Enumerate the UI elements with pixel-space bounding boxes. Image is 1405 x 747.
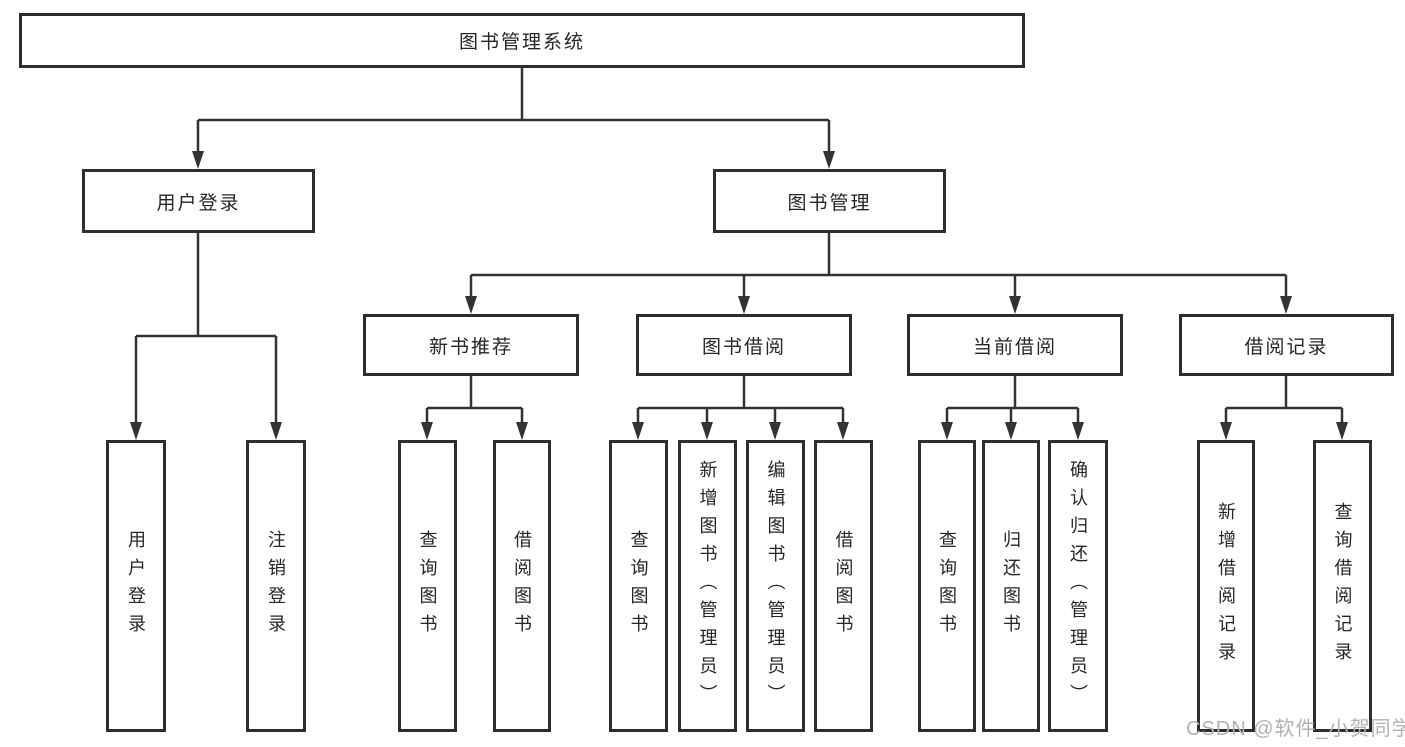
arrow-down-icon [1336,422,1348,440]
arrow-down-icon [1280,296,1292,314]
csdn-watermark: CSDN @软件_小贺同学 [1186,718,1405,740]
node-user-login: 用户登录 [82,169,315,233]
arrow-down-icon [270,422,282,440]
arrow-down-icon [516,422,528,440]
leaf-label: 用户登录 [126,530,146,642]
leaf-add-borrow-record: 新增借阅记录 [1197,440,1255,732]
leaf-label: 借阅图书 [512,530,532,642]
node-book-borrowing: 图书借阅 [636,314,852,376]
leaf-label: 查询借阅记录 [1332,502,1353,670]
arrow-down-icon [823,151,835,169]
arrow-down-icon [1005,422,1017,440]
leaf-edit-books-admin: 编辑图书（管理员） [746,440,805,732]
leaf-label: 新增借阅记录 [1216,502,1236,670]
arrow-down-icon [1220,422,1232,440]
leaf-label: 注销登录 [266,530,286,642]
leaf-label: 确认归还（管理员） [1068,460,1088,712]
arrow-down-icon [941,422,953,440]
leaf-label: 查询图书 [628,530,649,642]
arrow-down-icon [701,422,713,440]
leaf-label: 新增图书（管理员） [697,460,718,712]
node-book-management: 图书管理 [713,169,946,233]
leaf-label: 借阅图书 [833,530,854,642]
leaf-query-books-current: 查询图书 [918,440,976,732]
node-library-system: 图书管理系统 [19,13,1025,68]
arrow-down-icon [192,151,204,169]
node-current-borrowing: 当前借阅 [907,314,1123,376]
leaf-borrow-books: 借阅图书 [814,440,873,732]
leaf-logout: 注销登录 [246,440,306,732]
node-new-book-recommend: 新书推荐 [363,314,579,376]
leaf-user-login: 用户登录 [106,440,166,732]
arrow-down-icon [738,296,750,314]
arrow-down-icon [837,422,849,440]
arrow-down-icon [1072,422,1084,440]
arrow-down-icon [421,422,433,440]
leaf-query-books-recommend: 查询图书 [398,440,457,732]
leaf-confirm-return-admin: 确认归还（管理员） [1048,440,1108,732]
arrow-down-icon [769,422,781,440]
leaf-add-books-admin: 新增图书（管理员） [678,440,737,732]
arrow-down-icon [130,422,142,440]
leaf-query-books-borrow: 查询图书 [609,440,668,732]
arrow-down-icon [632,422,644,440]
leaf-label: 查询图书 [417,530,438,642]
leaf-label: 编辑图书（管理员） [765,460,786,712]
leaf-label: 查询图书 [937,530,957,642]
leaf-return-books: 归还图书 [982,440,1040,732]
leaf-query-borrow-record: 查询借阅记录 [1313,440,1372,732]
arrow-down-icon [1009,296,1021,314]
leaf-borrow-books-recommend: 借阅图书 [493,440,551,732]
arrow-down-icon [465,296,477,314]
node-borrowing-records: 借阅记录 [1179,314,1394,376]
leaf-label: 归还图书 [1001,530,1021,642]
